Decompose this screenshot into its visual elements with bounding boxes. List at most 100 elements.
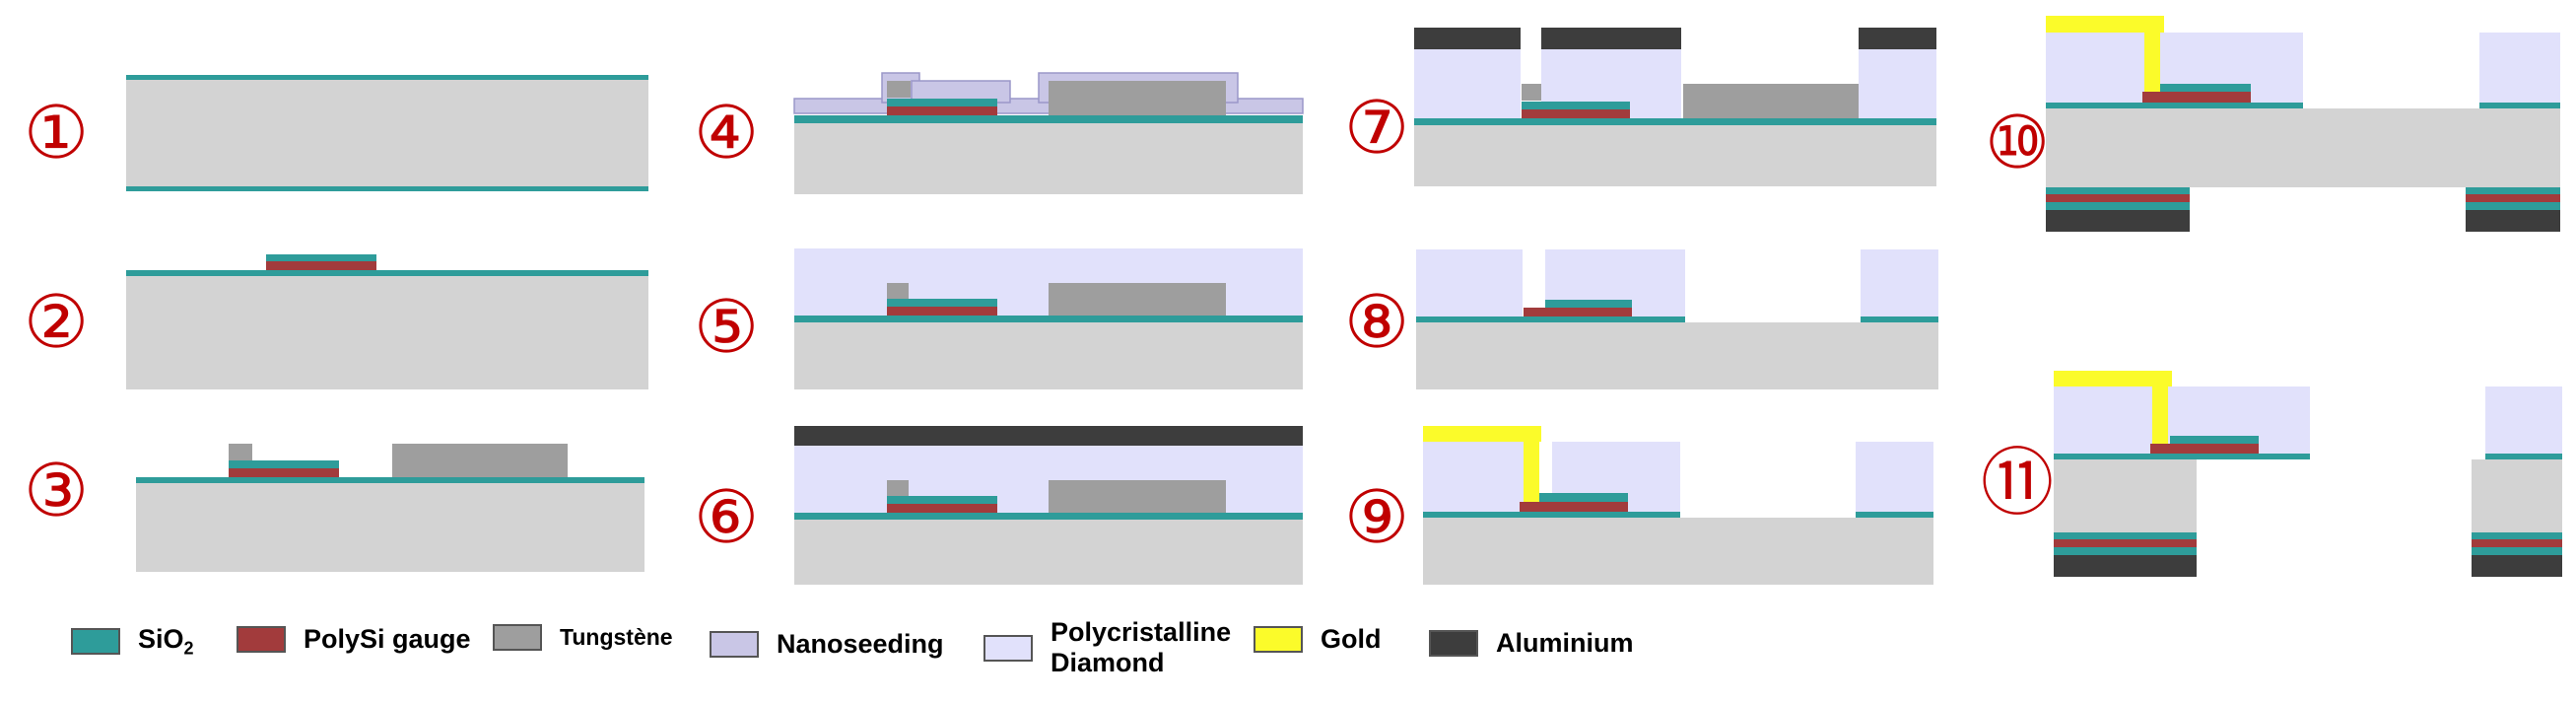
sio2-cap-5 bbox=[887, 299, 997, 307]
substrate-11b bbox=[2472, 459, 2562, 532]
tungsten-step-3 bbox=[229, 444, 252, 460]
polysi-5 bbox=[887, 307, 997, 316]
legend-swatch-nanoseeding bbox=[710, 631, 759, 659]
legend-label-polysi: PolySi gauge bbox=[304, 624, 471, 654]
back-sio2-11a-top bbox=[2054, 532, 2197, 539]
polysi-4 bbox=[887, 106, 997, 115]
substrate-6 bbox=[794, 520, 1303, 585]
sio2-4 bbox=[794, 115, 1303, 123]
legend-swatch-sio2 bbox=[71, 628, 120, 656]
step-number-6: ⑥ bbox=[694, 475, 759, 560]
diamond-10b bbox=[2479, 33, 2560, 103]
aluminium-top-6 bbox=[794, 426, 1303, 446]
substrate-8 bbox=[1416, 322, 1938, 389]
legend-item-nanoseeding: Nanoseeding bbox=[710, 629, 944, 660]
tungsten-block-5 bbox=[1049, 283, 1226, 316]
legend-item-gold: Gold bbox=[1254, 624, 1382, 655]
sio2-cap-11 bbox=[2170, 436, 2259, 444]
back-polysi-11b bbox=[2472, 539, 2562, 547]
diamond-8a bbox=[1416, 249, 1523, 316]
polysi-10 bbox=[2142, 92, 2251, 103]
sio2-cap-7 bbox=[1522, 102, 1630, 109]
sio2-9a bbox=[1423, 512, 1680, 518]
substrate-5 bbox=[794, 322, 1303, 389]
sio2-cap-2 bbox=[266, 254, 376, 261]
back-sio2-10b-top bbox=[2466, 187, 2560, 194]
sio2-cap-8 bbox=[1545, 300, 1632, 308]
sio2-cap-10 bbox=[2160, 84, 2251, 92]
step-number-4: ④ bbox=[694, 91, 759, 176]
gold-via-10 bbox=[2144, 16, 2160, 92]
sio2-9b bbox=[1856, 512, 1933, 518]
step-number-11: ⑪ bbox=[1981, 441, 2054, 526]
sio2-6 bbox=[794, 513, 1303, 520]
legend-label-gold: Gold bbox=[1321, 624, 1382, 654]
tungsten-step-6 bbox=[887, 480, 909, 497]
tungsten-block-6 bbox=[1049, 480, 1226, 513]
sio2-bottom-1 bbox=[126, 186, 648, 191]
back-polysi-11a bbox=[2054, 539, 2197, 547]
diamond-9c bbox=[1856, 442, 1933, 512]
sio2-2 bbox=[126, 270, 648, 276]
tungsten-step-7 bbox=[1522, 84, 1541, 101]
back-sio2-11a-bot bbox=[2054, 547, 2197, 555]
back-aluminium-11a bbox=[2054, 555, 2197, 577]
back-aluminium-10b bbox=[2466, 210, 2560, 232]
tungsten-step-4 bbox=[887, 81, 911, 98]
sio2-8b bbox=[1861, 316, 1938, 322]
legend-swatch-diamond bbox=[983, 634, 1033, 662]
polysi-2 bbox=[266, 261, 376, 270]
step-number-10: ⑩ bbox=[1985, 101, 2050, 185]
diamond-8c bbox=[1861, 249, 1938, 316]
substrate-4 bbox=[794, 123, 1303, 194]
step-number-8: ⑧ bbox=[1344, 280, 1409, 365]
back-sio2-10a-top bbox=[2046, 187, 2190, 194]
polysi-8 bbox=[1524, 308, 1632, 316]
sio2-11b bbox=[2485, 454, 2562, 459]
tungsten-block-3 bbox=[392, 444, 568, 477]
sio2-3 bbox=[136, 477, 644, 483]
legend-swatch-tungsten bbox=[493, 624, 542, 651]
sio2-10a bbox=[2046, 103, 2303, 108]
sio2-cap-3 bbox=[229, 460, 339, 468]
back-polysi-10b bbox=[2466, 194, 2560, 202]
step-number-1: ① bbox=[24, 91, 89, 176]
sio2-top-1 bbox=[126, 75, 648, 80]
sio2-cap-9 bbox=[1539, 493, 1628, 502]
back-sio2-11b-top bbox=[2472, 532, 2562, 539]
legend-swatch-gold bbox=[1254, 626, 1303, 654]
gold-pad-11 bbox=[2054, 371, 2172, 387]
sio2-cap-4 bbox=[887, 99, 997, 106]
legend-label-nanoseeding: Nanoseeding bbox=[777, 629, 944, 659]
sio2-10b bbox=[2479, 103, 2560, 108]
gold-pad-10 bbox=[2046, 16, 2164, 33]
substrate-11a bbox=[2054, 459, 2197, 532]
aluminium-7b bbox=[1541, 28, 1681, 49]
back-aluminium-11b bbox=[2472, 555, 2562, 577]
legend-label-tungsten: Tungstène bbox=[560, 624, 673, 651]
substrate-3 bbox=[136, 483, 644, 572]
step-number-9: ⑨ bbox=[1344, 475, 1409, 560]
diamond-7c bbox=[1859, 49, 1936, 118]
diamond-11b bbox=[2485, 387, 2562, 454]
diamond-9a bbox=[1423, 442, 1538, 512]
polysi-9 bbox=[1520, 502, 1628, 512]
polysi-11 bbox=[2150, 444, 2259, 454]
substrate-7 bbox=[1414, 125, 1936, 186]
sio2-8a bbox=[1416, 316, 1685, 322]
polysi-6 bbox=[887, 504, 997, 513]
cross-sections bbox=[126, 16, 2562, 585]
legend-item-polysi: PolySi gauge bbox=[237, 624, 471, 655]
back-aluminium-10a bbox=[2046, 210, 2190, 232]
tungsten-block-4 bbox=[1049, 81, 1226, 115]
legend-item-tungsten: Tungstène bbox=[493, 624, 673, 651]
sio2-7 bbox=[1414, 118, 1936, 125]
back-sio2-10b-bot bbox=[2466, 202, 2560, 210]
gold-pad-9 bbox=[1423, 426, 1541, 442]
back-sio2-11b-bot bbox=[2472, 547, 2562, 555]
step-number-2: ② bbox=[24, 280, 89, 365]
aluminium-7c bbox=[1859, 28, 1936, 49]
